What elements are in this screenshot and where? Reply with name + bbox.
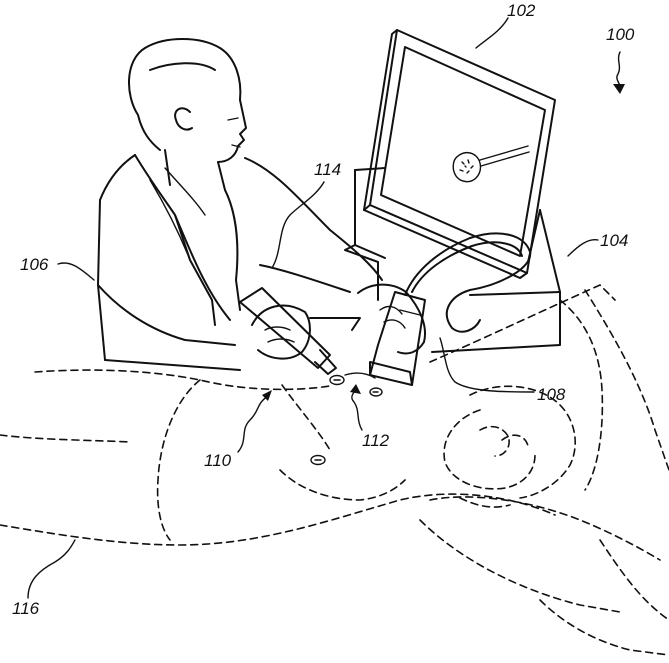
leader-104 <box>568 240 598 256</box>
leader-106 <box>58 263 94 280</box>
patient-outline <box>0 285 669 655</box>
probe-cable <box>405 233 530 331</box>
label-110: 110 <box>204 451 232 470</box>
leader-110 <box>238 396 268 452</box>
leader-114 <box>272 182 324 268</box>
arrowhead-100 <box>613 84 625 94</box>
label-100: 100 <box>606 25 635 44</box>
leader-102 <box>476 18 508 48</box>
label-114: 114 <box>314 160 341 179</box>
display-monitor <box>364 30 555 278</box>
lesion-image <box>453 153 480 182</box>
label-102: 102 <box>507 1 536 20</box>
label-112: 112 <box>362 431 390 450</box>
leader-116 <box>28 540 75 598</box>
leader-112 <box>352 390 362 430</box>
leader-108 <box>440 338 534 392</box>
arrowhead-112 <box>350 384 361 394</box>
label-116: 116 <box>12 599 40 618</box>
label-106: 106 <box>20 255 49 274</box>
label-108: 108 <box>537 385 566 404</box>
label-104: 104 <box>600 231 628 250</box>
